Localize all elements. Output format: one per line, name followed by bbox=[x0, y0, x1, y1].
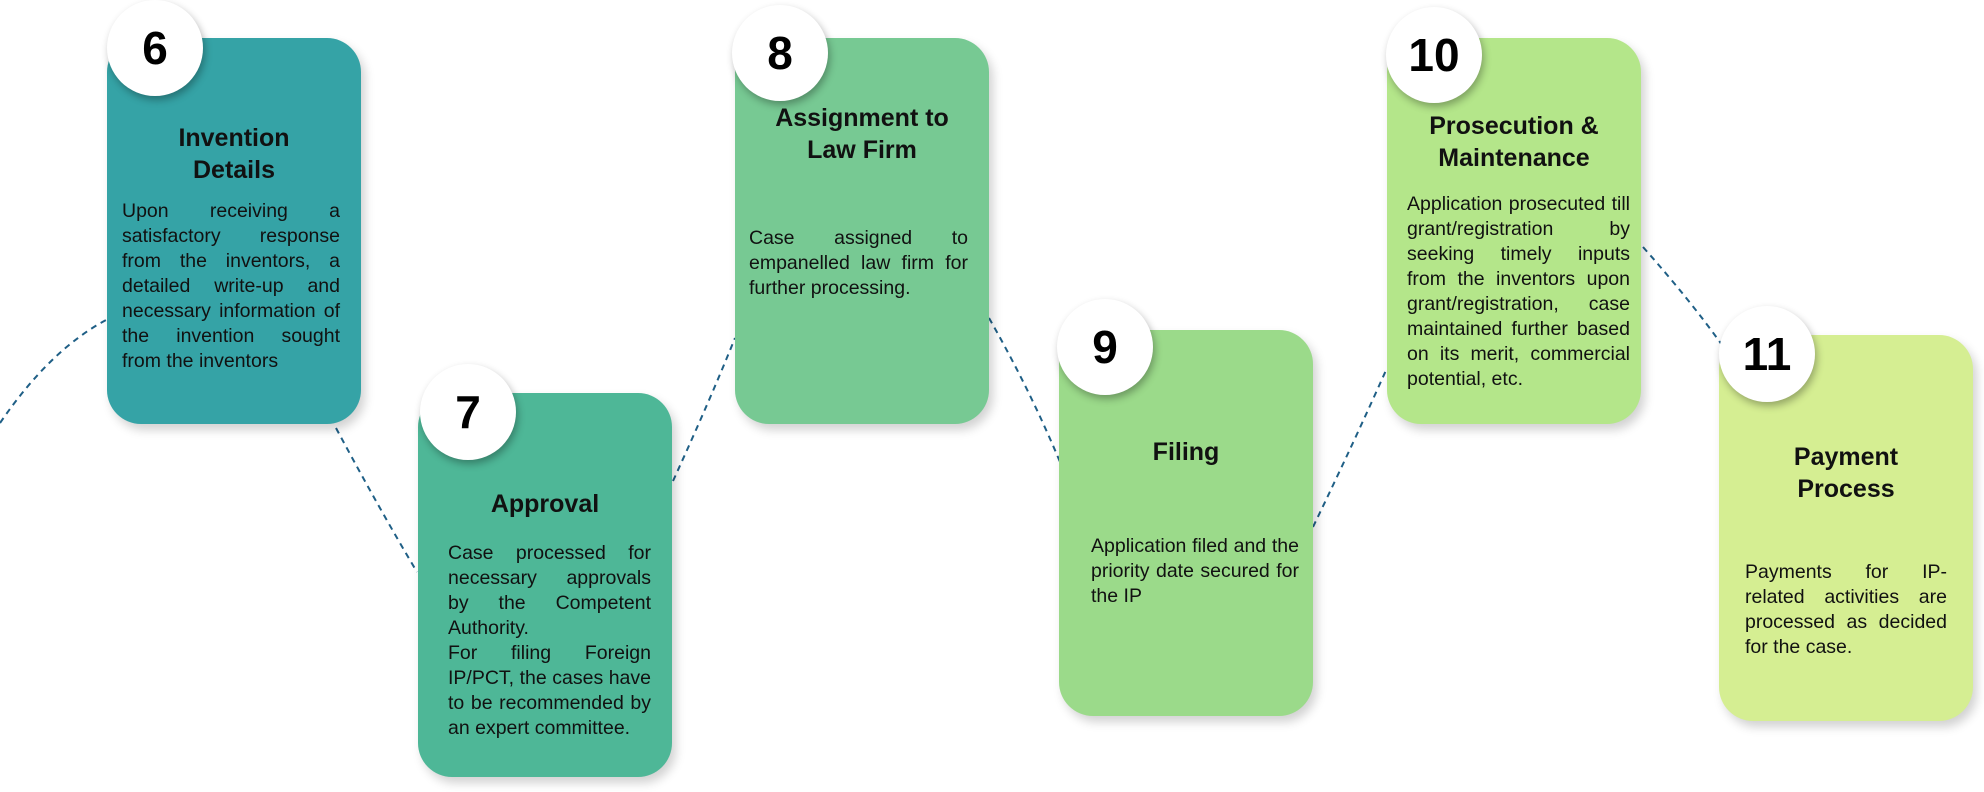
step-number-badge: 9 bbox=[1057, 299, 1153, 395]
step-title: Prosecution & Maintenance bbox=[1429, 112, 1599, 172]
step-number-badge: 8 bbox=[732, 5, 828, 101]
step-description: Application prosecuted till grant/regist… bbox=[1407, 192, 1630, 392]
step-description: Case assigned to empanelled law firm for… bbox=[749, 226, 968, 301]
step-number-badge: 7 bbox=[420, 364, 516, 460]
connector-10-to-11 bbox=[1642, 246, 1723, 346]
step-card-7: Approval Case processed for necessary ap… bbox=[418, 393, 672, 777]
connector-into-step-6 bbox=[0, 319, 107, 424]
step-description: Application filed and the priority date … bbox=[1091, 534, 1299, 609]
step-description: Payments for IP-related activities are p… bbox=[1745, 560, 1947, 660]
step-title: Filing bbox=[1152, 438, 1220, 466]
step-description: Case processed for necessary approvals b… bbox=[448, 541, 651, 741]
step-number-badge: 10 bbox=[1386, 7, 1482, 103]
step-card-8: Assignment to Law Firm Case assigned to … bbox=[735, 38, 989, 424]
step-description-paragraph: Case processed for necessary approvals b… bbox=[448, 542, 651, 639]
step-card-9: Filing Application filed and the priorit… bbox=[1059, 330, 1313, 716]
step-description-paragraph: For filing Foreign IP/PCT, the cases hav… bbox=[448, 642, 651, 739]
step-title: Payment Process bbox=[1793, 443, 1899, 503]
step-description: Upon receiving a satisfactory response f… bbox=[122, 199, 340, 374]
step-number-badge: 6 bbox=[107, 0, 203, 96]
step-number-badge: 11 bbox=[1719, 306, 1815, 402]
step-description-paragraph: Payments for IP-related activities are p… bbox=[1745, 561, 1947, 658]
step-title: Invention Details bbox=[178, 124, 290, 184]
step-description-paragraph: Application prosecuted till grant/regist… bbox=[1407, 193, 1630, 390]
step-description-paragraph: Application filed and the priority date … bbox=[1091, 535, 1299, 607]
step-title: Assignment to Law Firm bbox=[775, 104, 949, 164]
connector-8-to-9 bbox=[988, 317, 1061, 463]
connector-9-to-10 bbox=[1312, 367, 1388, 528]
step-card-6: Invention Details Upon receiving a satis… bbox=[107, 38, 361, 424]
step-title: Approval bbox=[490, 490, 600, 518]
connector-6-to-7 bbox=[335, 427, 418, 573]
step-description-paragraph: Case assigned to empanelled law firm for… bbox=[749, 227, 968, 299]
connector-7-to-8 bbox=[672, 337, 736, 482]
step-description-paragraph: Upon receiving a satisfactory response f… bbox=[122, 200, 340, 372]
